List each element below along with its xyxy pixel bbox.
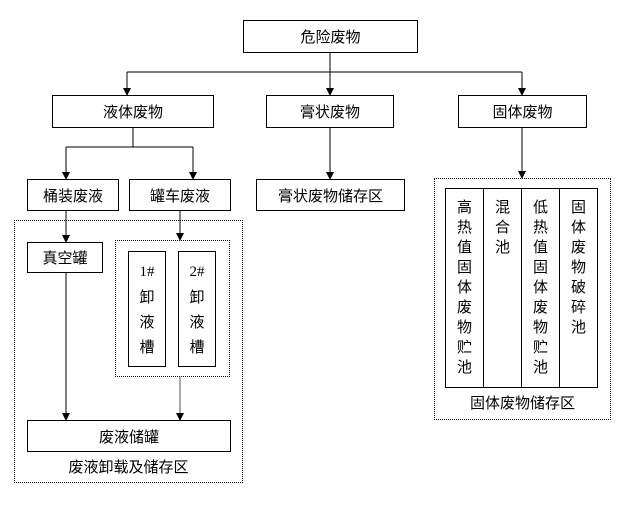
liquid-zone xyxy=(14,220,243,483)
vacuum-tank-node: 真空罐 xyxy=(27,242,103,273)
tank-number: 1# xyxy=(139,264,155,280)
pool-name: 混合池 xyxy=(494,198,510,256)
solid-pool-3: 低热值固体废物贮池 xyxy=(521,188,560,388)
liquid-storage-tank-node: 废液储罐 xyxy=(27,420,231,452)
tank-name: 卸液槽 xyxy=(139,288,155,356)
unloading-tank-1: 1# 卸液槽 xyxy=(128,251,166,367)
solid-pool-1: 高热值固体废物贮池 xyxy=(445,188,484,388)
unloading-tank-2: 2# 卸液槽 xyxy=(178,251,216,367)
tanker-liquid-node: 罐车废液 xyxy=(129,179,231,211)
tank-number: 2# xyxy=(189,264,205,280)
unloading-tanks-group xyxy=(115,240,230,377)
pool-name: 低热值固体废物贮池 xyxy=(532,198,548,376)
solid-pool-2: 混合池 xyxy=(483,188,522,388)
root-node: 危险废物 xyxy=(243,20,418,53)
solid-zone xyxy=(434,178,611,420)
solid-pool-4: 固体废物破碎池 xyxy=(559,188,598,388)
pool-name: 高热值固体废物贮池 xyxy=(456,198,472,376)
barrel-liquid-node: 桶装废液 xyxy=(27,179,119,211)
paste-storage-node: 膏状废物储存区 xyxy=(256,179,405,211)
solid-waste-node: 固体废物 xyxy=(458,95,587,128)
solid-zone-label: 固体废物储存区 xyxy=(469,394,575,412)
paste-waste-node: 膏状废物 xyxy=(266,95,394,128)
liquid-zone-label: 废液卸载及储存区 xyxy=(68,458,189,476)
pool-name: 固体废物破碎池 xyxy=(570,198,586,336)
tank-name: 卸液槽 xyxy=(189,288,205,356)
liquid-waste-node: 液体废物 xyxy=(52,95,214,128)
